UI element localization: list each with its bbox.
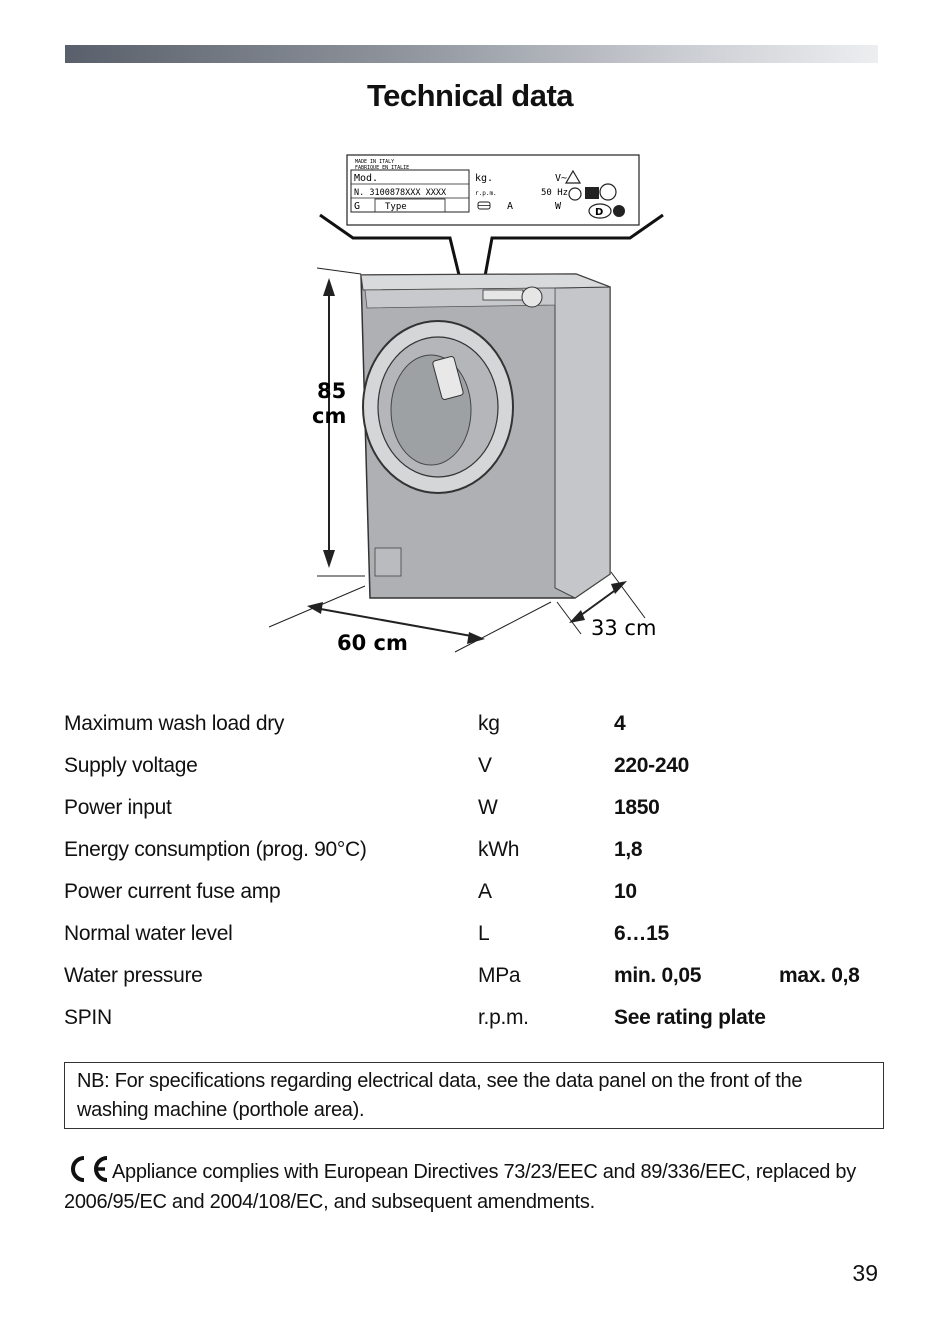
- plate-type: Type: [385, 202, 407, 212]
- spec-unit: kWh: [478, 838, 520, 861]
- spec-unit: r.p.m.: [478, 1006, 529, 1029]
- spec-value: 1,8: [614, 838, 643, 861]
- note-text: NB: For specifications regarding electri…: [77, 1070, 803, 1121]
- depth-label: 33 cm: [591, 616, 656, 640]
- plate-g: G: [354, 201, 360, 212]
- note-box: NB: For specifications regarding electri…: [64, 1062, 884, 1129]
- plate-d: D: [595, 207, 603, 218]
- spec-label: Power input: [64, 796, 172, 819]
- width-label: 60 cm: [337, 631, 408, 655]
- spec-label: SPIN: [64, 1006, 112, 1029]
- spec-value: 4: [614, 712, 626, 735]
- spec-label: Maximum wash load dry: [64, 712, 285, 735]
- plate-w: W: [555, 201, 562, 212]
- depth-dimension: 33 cm: [556, 571, 656, 640]
- width-dimension: 60 cm: [268, 585, 552, 655]
- height-dimension: 85 cm: [312, 267, 365, 577]
- warning-triangle-icon: [564, 169, 582, 184]
- spec-row: Power current fuse amp A 10: [64, 871, 884, 913]
- spec-value: min. 0,05: [614, 964, 702, 987]
- mark-icon: [613, 205, 625, 217]
- spec-label: Water pressure: [64, 964, 203, 987]
- plate-a: A: [507, 201, 513, 212]
- spec-label: Power current fuse amp: [64, 880, 281, 903]
- washing-machine: [360, 273, 611, 599]
- plate-rpm: r.p.m.: [475, 190, 497, 197]
- height-label-value: 85: [317, 379, 346, 403]
- spec-row: Energy consumption (prog. 90°C) kWh 1,8: [64, 829, 884, 871]
- header-bar: [65, 45, 878, 63]
- spec-row: Supply voltage V 220-240: [64, 745, 884, 787]
- spec-unit: L: [478, 922, 490, 945]
- spec-label: Normal water level: [64, 922, 233, 945]
- spec-label: Supply voltage: [64, 754, 198, 777]
- spec-unit: V: [478, 754, 492, 777]
- page-number: 39: [852, 1260, 878, 1286]
- plate-mod: Mod.: [354, 173, 378, 184]
- spec-unit: A: [478, 880, 492, 903]
- weee-bin-icon: [585, 187, 599, 199]
- spec-row: Maximum wash load dry kg 4: [64, 703, 884, 745]
- page-title: Technical data: [366, 78, 574, 113]
- spec-value: See rating plate: [614, 1006, 766, 1029]
- plate-serial: N. 3100878XXX XXXX: [354, 188, 447, 198]
- spec-value: 220-240: [614, 754, 689, 777]
- spec-row: SPIN r.p.m. See rating plate: [64, 997, 884, 1039]
- rating-plate: MADE IN ITALY FABRIQUE EN ITALIE Mod. N.…: [346, 154, 640, 226]
- height-label-unit: cm: [312, 404, 346, 428]
- spec-unit: MPa: [478, 964, 521, 987]
- approval-mark-icon: [568, 187, 582, 201]
- plate-v: V~: [555, 173, 567, 184]
- spec-extra: max. 0,8: [779, 964, 860, 987]
- washing-machine-illustration: MADE IN ITALY FABRIQUE EN ITALIE Mod. N.…: [268, 154, 664, 655]
- spec-unit: kg: [478, 712, 500, 735]
- spec-row: Water pressure MPa min. 0,05 max. 0,8: [64, 955, 884, 997]
- spec-value: 1850: [614, 796, 660, 819]
- spec-row: Power input W 1850: [64, 787, 884, 829]
- spec-value: 10: [614, 880, 637, 903]
- spec-label: Energy consumption (prog. 90°C): [64, 838, 367, 861]
- compliance-statement: Appliance complies with European Directi…: [64, 1154, 874, 1217]
- compliance-text: Appliance complies with European Directi…: [64, 1161, 856, 1213]
- plate-made-in: MADE IN ITALY: [355, 159, 394, 165]
- plate-hz: 50 Hz: [541, 188, 568, 198]
- certification-mark-icon: [599, 183, 617, 201]
- spec-unit: W: [478, 796, 498, 819]
- spec-row: Normal water level L 6…15: [64, 913, 884, 955]
- ce-mark-icon: [71, 1156, 108, 1182]
- spec-value: 6…15: [614, 922, 669, 945]
- plate-fabrique: FABRIQUE EN ITALIE: [355, 165, 409, 171]
- plate-kg: kg.: [475, 173, 493, 184]
